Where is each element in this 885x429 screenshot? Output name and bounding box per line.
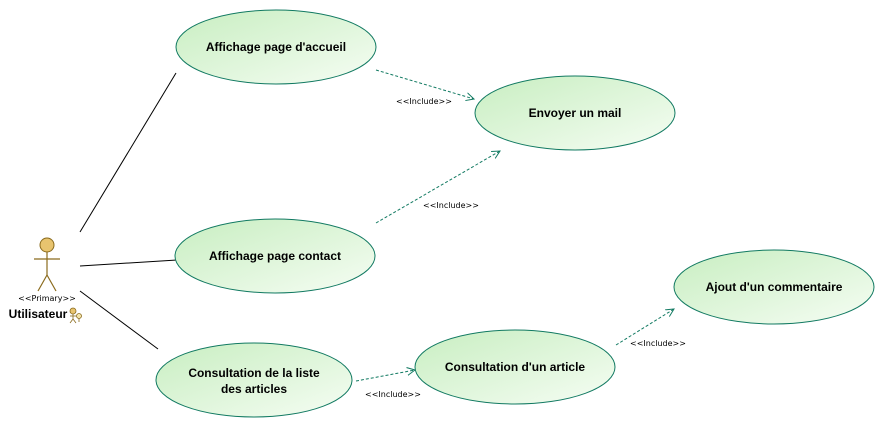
usecase-consultation-liste[interactable]: Consultation de la liste des articles [155, 342, 353, 418]
include-label-article-commentaire: <<Include>> [630, 339, 686, 348]
include-article-commentaire-line [615, 309, 674, 346]
actor-utilisateur[interactable]: <<Primary>> Utilisateur [9, 237, 82, 324]
include-accueil-mail-line [375, 69, 474, 99]
association-liste [79, 290, 159, 350]
actor-name: Utilisateur [9, 307, 68, 321]
include-label-contact-mail: <<Include>> [423, 201, 479, 210]
usecase-ajout-commentaire[interactable]: Ajout d'un commentaire [673, 249, 875, 325]
include-liste-article-line [355, 370, 415, 382]
include-label-accueil-mail: <<Include>> [396, 97, 452, 106]
association-contact [79, 259, 178, 267]
usecase-affichage-accueil-label: Affichage page d'accueil [206, 40, 346, 54]
include-contact-mail-line [375, 151, 500, 224]
actor-stick-figure-icon [34, 237, 60, 292]
usecase-consultation-liste-label-line2: des articles [221, 382, 287, 396]
actor-stereotype: <<Primary>> [18, 294, 76, 303]
usecase-consultation-liste-label-line1: Consultation de la liste [188, 366, 320, 380]
include-label-liste-article: <<Include>> [365, 390, 421, 399]
usecase-affichage-contact-label: Affichage page contact [209, 249, 341, 263]
usecase-affichage-contact[interactable]: Affichage page contact [174, 218, 376, 294]
usecase-envoyer-mail-label: Envoyer un mail [529, 106, 622, 120]
usecase-consultation-article-label: Consultation d'un article [445, 360, 586, 374]
usecase-envoyer-mail[interactable]: Envoyer un mail [474, 75, 676, 151]
usecase-affichage-accueil[interactable]: Affichage page d'accueil [175, 9, 377, 85]
actor-small-icon [69, 307, 82, 324]
usecase-consultation-article[interactable]: Consultation d'un article [414, 329, 616, 405]
usecase-ajout-commentaire-label: Ajout d'un commentaire [706, 280, 843, 294]
association-accueil [79, 72, 177, 233]
